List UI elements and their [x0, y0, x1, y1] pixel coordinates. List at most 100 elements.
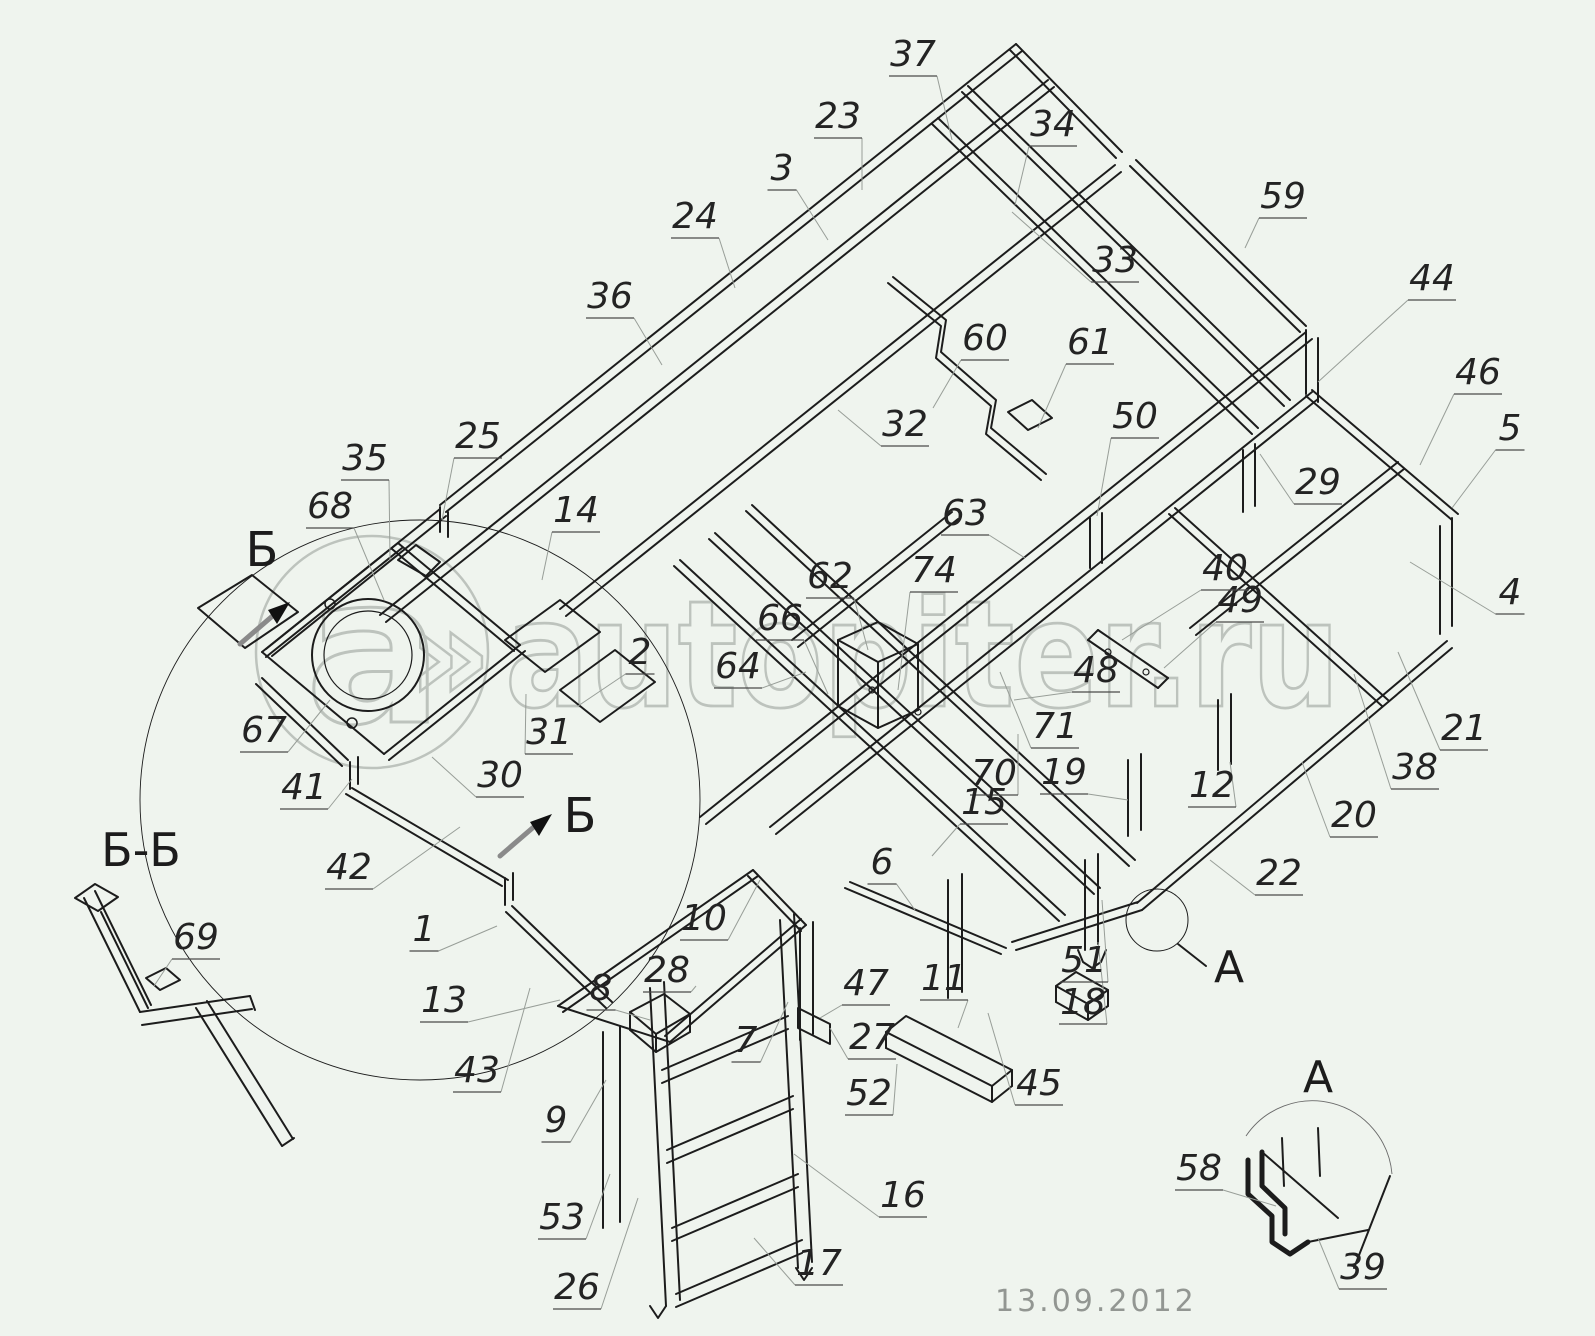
part-label-51[interactable]: 51 — [1061, 940, 1107, 981]
frame-line — [1087, 629, 1099, 641]
leader-line-44 — [1317, 299, 1409, 383]
bolt-hole-circle — [346, 717, 358, 729]
frame-plate — [145, 967, 181, 991]
part-label-46[interactable]: 46 — [1455, 352, 1501, 393]
part-label-48[interactable]: 48 — [1073, 650, 1119, 691]
part-label-42[interactable]: 42 — [326, 847, 372, 888]
part-label-29[interactable]: 29 — [1295, 462, 1341, 503]
bolt-hole-circle — [1142, 668, 1150, 676]
part-label-60[interactable]: 60 — [962, 318, 1008, 359]
part-label-3[interactable]: 3 — [771, 148, 794, 189]
part-label-13[interactable]: 13 — [421, 980, 467, 1021]
beam-edge — [1011, 901, 1139, 943]
part-label-24[interactable]: 24 — [672, 196, 718, 237]
part-label-10[interactable]: 10 — [681, 898, 727, 939]
part-label-66[interactable]: 66 — [757, 598, 803, 639]
part-label-45[interactable]: 45 — [1016, 1063, 1062, 1104]
part-label-5[interactable]: 5 — [1499, 408, 1522, 449]
part-label-40[interactable]: 40 — [1202, 548, 1248, 589]
part-label-4[interactable]: 4 — [1499, 572, 1522, 613]
leader-line-22 — [1209, 859, 1256, 896]
part-label-61[interactable]: 61 — [1067, 322, 1113, 363]
frame-line — [261, 651, 385, 755]
frame-plate — [885, 1047, 1013, 1103]
part-label-37[interactable]: 37 — [890, 34, 936, 75]
beam-edge — [705, 338, 1313, 825]
part-label-28[interactable]: 28 — [644, 950, 690, 991]
leader-line-67 — [287, 699, 331, 753]
part-label-68[interactable]: 68 — [307, 486, 353, 527]
part-label-35[interactable]: 35 — [342, 438, 388, 479]
leader-line-24 — [718, 237, 736, 289]
part-label-53[interactable]: 53 — [539, 1197, 585, 1238]
part-label-32[interactable]: 32 — [882, 404, 928, 445]
leader-line-68 — [353, 527, 385, 601]
part-label-6[interactable]: 6 — [871, 842, 894, 883]
beam-edge — [745, 510, 1130, 867]
part-label-14[interactable]: 14 — [553, 490, 599, 531]
part-label-2[interactable]: 2 — [629, 632, 652, 673]
part-label-25[interactable]: 25 — [455, 416, 501, 457]
part-label-43[interactable]: 43 — [454, 1050, 500, 1091]
part-label-41[interactable]: 41 — [281, 767, 327, 808]
part-label-36[interactable]: 36 — [587, 276, 633, 317]
part-label-49[interactable]: 49 — [1217, 580, 1263, 621]
leader-line-18 — [1097, 941, 1108, 1025]
leader-line-6 — [896, 883, 916, 911]
leader-line-3 — [796, 189, 829, 241]
part-label-44[interactable]: 44 — [1409, 258, 1455, 299]
part-label-9[interactable]: 9 — [545, 1100, 568, 1141]
part-label-17[interactable]: 17 — [796, 1243, 842, 1284]
part-label-15[interactable]: 15 — [961, 782, 1007, 823]
beam-edge — [675, 1239, 803, 1295]
part-label-64[interactable]: 64 — [715, 646, 761, 687]
leader-line-48 — [1013, 691, 1073, 701]
part-label-22[interactable]: 22 — [1256, 853, 1302, 894]
part-label-8[interactable]: 8 — [590, 968, 613, 1009]
part-label-19[interactable]: 19 — [1041, 752, 1087, 793]
part-label-39[interactable]: 39 — [1340, 1247, 1386, 1288]
leader-line-11 — [957, 999, 969, 1029]
bolt-hole-circle — [1104, 648, 1112, 656]
part-label-34[interactable]: 34 — [1030, 104, 1076, 145]
part-label-21[interactable]: 21 — [1441, 708, 1487, 749]
part-label-59[interactable]: 59 — [1260, 176, 1306, 217]
part-label-70[interactable]: 70 — [971, 753, 1017, 794]
part-label-23[interactable]: 23 — [815, 96, 861, 137]
part-label-38[interactable]: 38 — [1392, 747, 1438, 788]
part-label-52[interactable]: 52 — [846, 1073, 892, 1114]
part-label-33[interactable]: 33 — [1092, 240, 1138, 281]
part-label-74[interactable]: 74 — [911, 550, 957, 591]
section-cut-circle — [139, 519, 701, 1081]
beam-edge — [793, 913, 813, 1263]
part-label-7[interactable]: 7 — [735, 1020, 758, 1061]
part-label-71[interactable]: 71 — [1032, 706, 1078, 747]
part-label-62[interactable]: 62 — [807, 556, 853, 597]
part-label-26[interactable]: 26 — [554, 1267, 600, 1308]
part-label-63[interactable]: 63 — [942, 493, 988, 534]
part-label-31[interactable]: 31 — [526, 712, 572, 753]
part-label-47[interactable]: 47 — [843, 963, 889, 1004]
part-label-12[interactable]: 12 — [1189, 765, 1235, 806]
frame-plate — [1055, 971, 1109, 1005]
part-label-20[interactable]: 20 — [1331, 795, 1377, 836]
part-label-69[interactable]: 69 — [173, 917, 219, 958]
part-label-58[interactable]: 58 — [1176, 1148, 1222, 1189]
part-label-30[interactable]: 30 — [477, 755, 523, 796]
beam-edge — [1305, 395, 1453, 521]
part-label-16[interactable]: 16 — [880, 1175, 926, 1216]
part-label-1[interactable]: 1 — [413, 909, 436, 950]
part-label-18[interactable]: 18 — [1060, 982, 1106, 1023]
leader-line-9 — [570, 1079, 607, 1143]
part-label-67[interactable]: 67 — [241, 710, 287, 751]
beam-edge — [1009, 49, 1117, 159]
frame-plate — [797, 1007, 831, 1045]
leader-line-19 — [1087, 793, 1129, 801]
detail-a-channel — [1259, 1149, 1288, 1237]
part-label-27[interactable]: 27 — [849, 1017, 895, 1058]
part-label-11[interactable]: 11 — [921, 958, 967, 999]
frame-plate — [887, 282, 1042, 481]
part-label-50[interactable]: 50 — [1112, 396, 1158, 437]
frame-plate — [397, 544, 441, 577]
